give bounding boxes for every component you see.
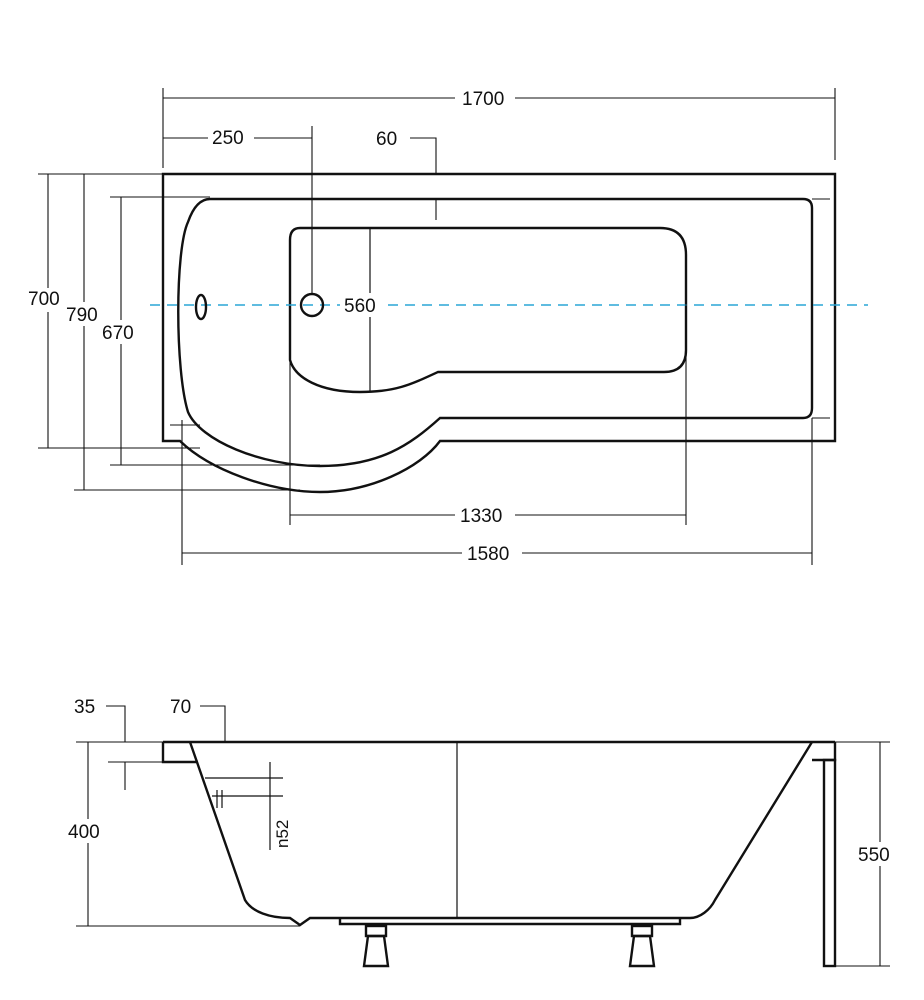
label-bg-560 [340, 293, 386, 317]
label-790: 790 [66, 305, 98, 326]
right-support-panel [822, 758, 837, 968]
label-bg-1580 [462, 541, 522, 565]
label-670: 670 [102, 323, 134, 344]
label-bg-400 [66, 819, 110, 843]
label-560: 560 [344, 296, 376, 317]
left-foot [362, 924, 390, 968]
leader-60 [410, 137, 437, 174]
top-view: 1700 250 60 700 790 670 560 [26, 86, 868, 565]
label-bg-250 [208, 126, 254, 150]
overflow-icon [194, 293, 208, 321]
tub-base-line [338, 918, 682, 926]
label-1700: 1700 [462, 89, 504, 110]
label-250: 250 [212, 128, 244, 149]
leader-35 [106, 705, 126, 742]
inner-floor-outline [288, 226, 688, 394]
tub-body-outline [188, 741, 814, 927]
side-view: 35 70 400 n52 550 [66, 697, 902, 968]
label-bg-700 [26, 288, 68, 312]
label-550: 550 [858, 845, 890, 866]
outer-rim-outline [161, 172, 837, 494]
right-foot [628, 924, 656, 968]
label-70: 70 [170, 697, 191, 718]
label-n52: n52 [273, 820, 292, 848]
right-rim-block [812, 742, 837, 762]
label-1330: 1330 [460, 506, 502, 527]
label-bg-670 [100, 320, 142, 344]
label-bg-1700 [455, 86, 515, 110]
label-400: 400 [68, 822, 100, 843]
leader-70 [200, 705, 226, 742]
label-60: 60 [376, 129, 397, 150]
label-700: 700 [28, 289, 60, 310]
label-bg-550 [856, 842, 902, 866]
inner-basin-outline [177, 197, 814, 468]
label-35: 35 [74, 697, 95, 718]
label-1580: 1580 [467, 544, 509, 565]
label-bg-790 [64, 302, 106, 326]
label-bg-1330 [455, 503, 515, 527]
overflow-pipe [205, 762, 283, 850]
